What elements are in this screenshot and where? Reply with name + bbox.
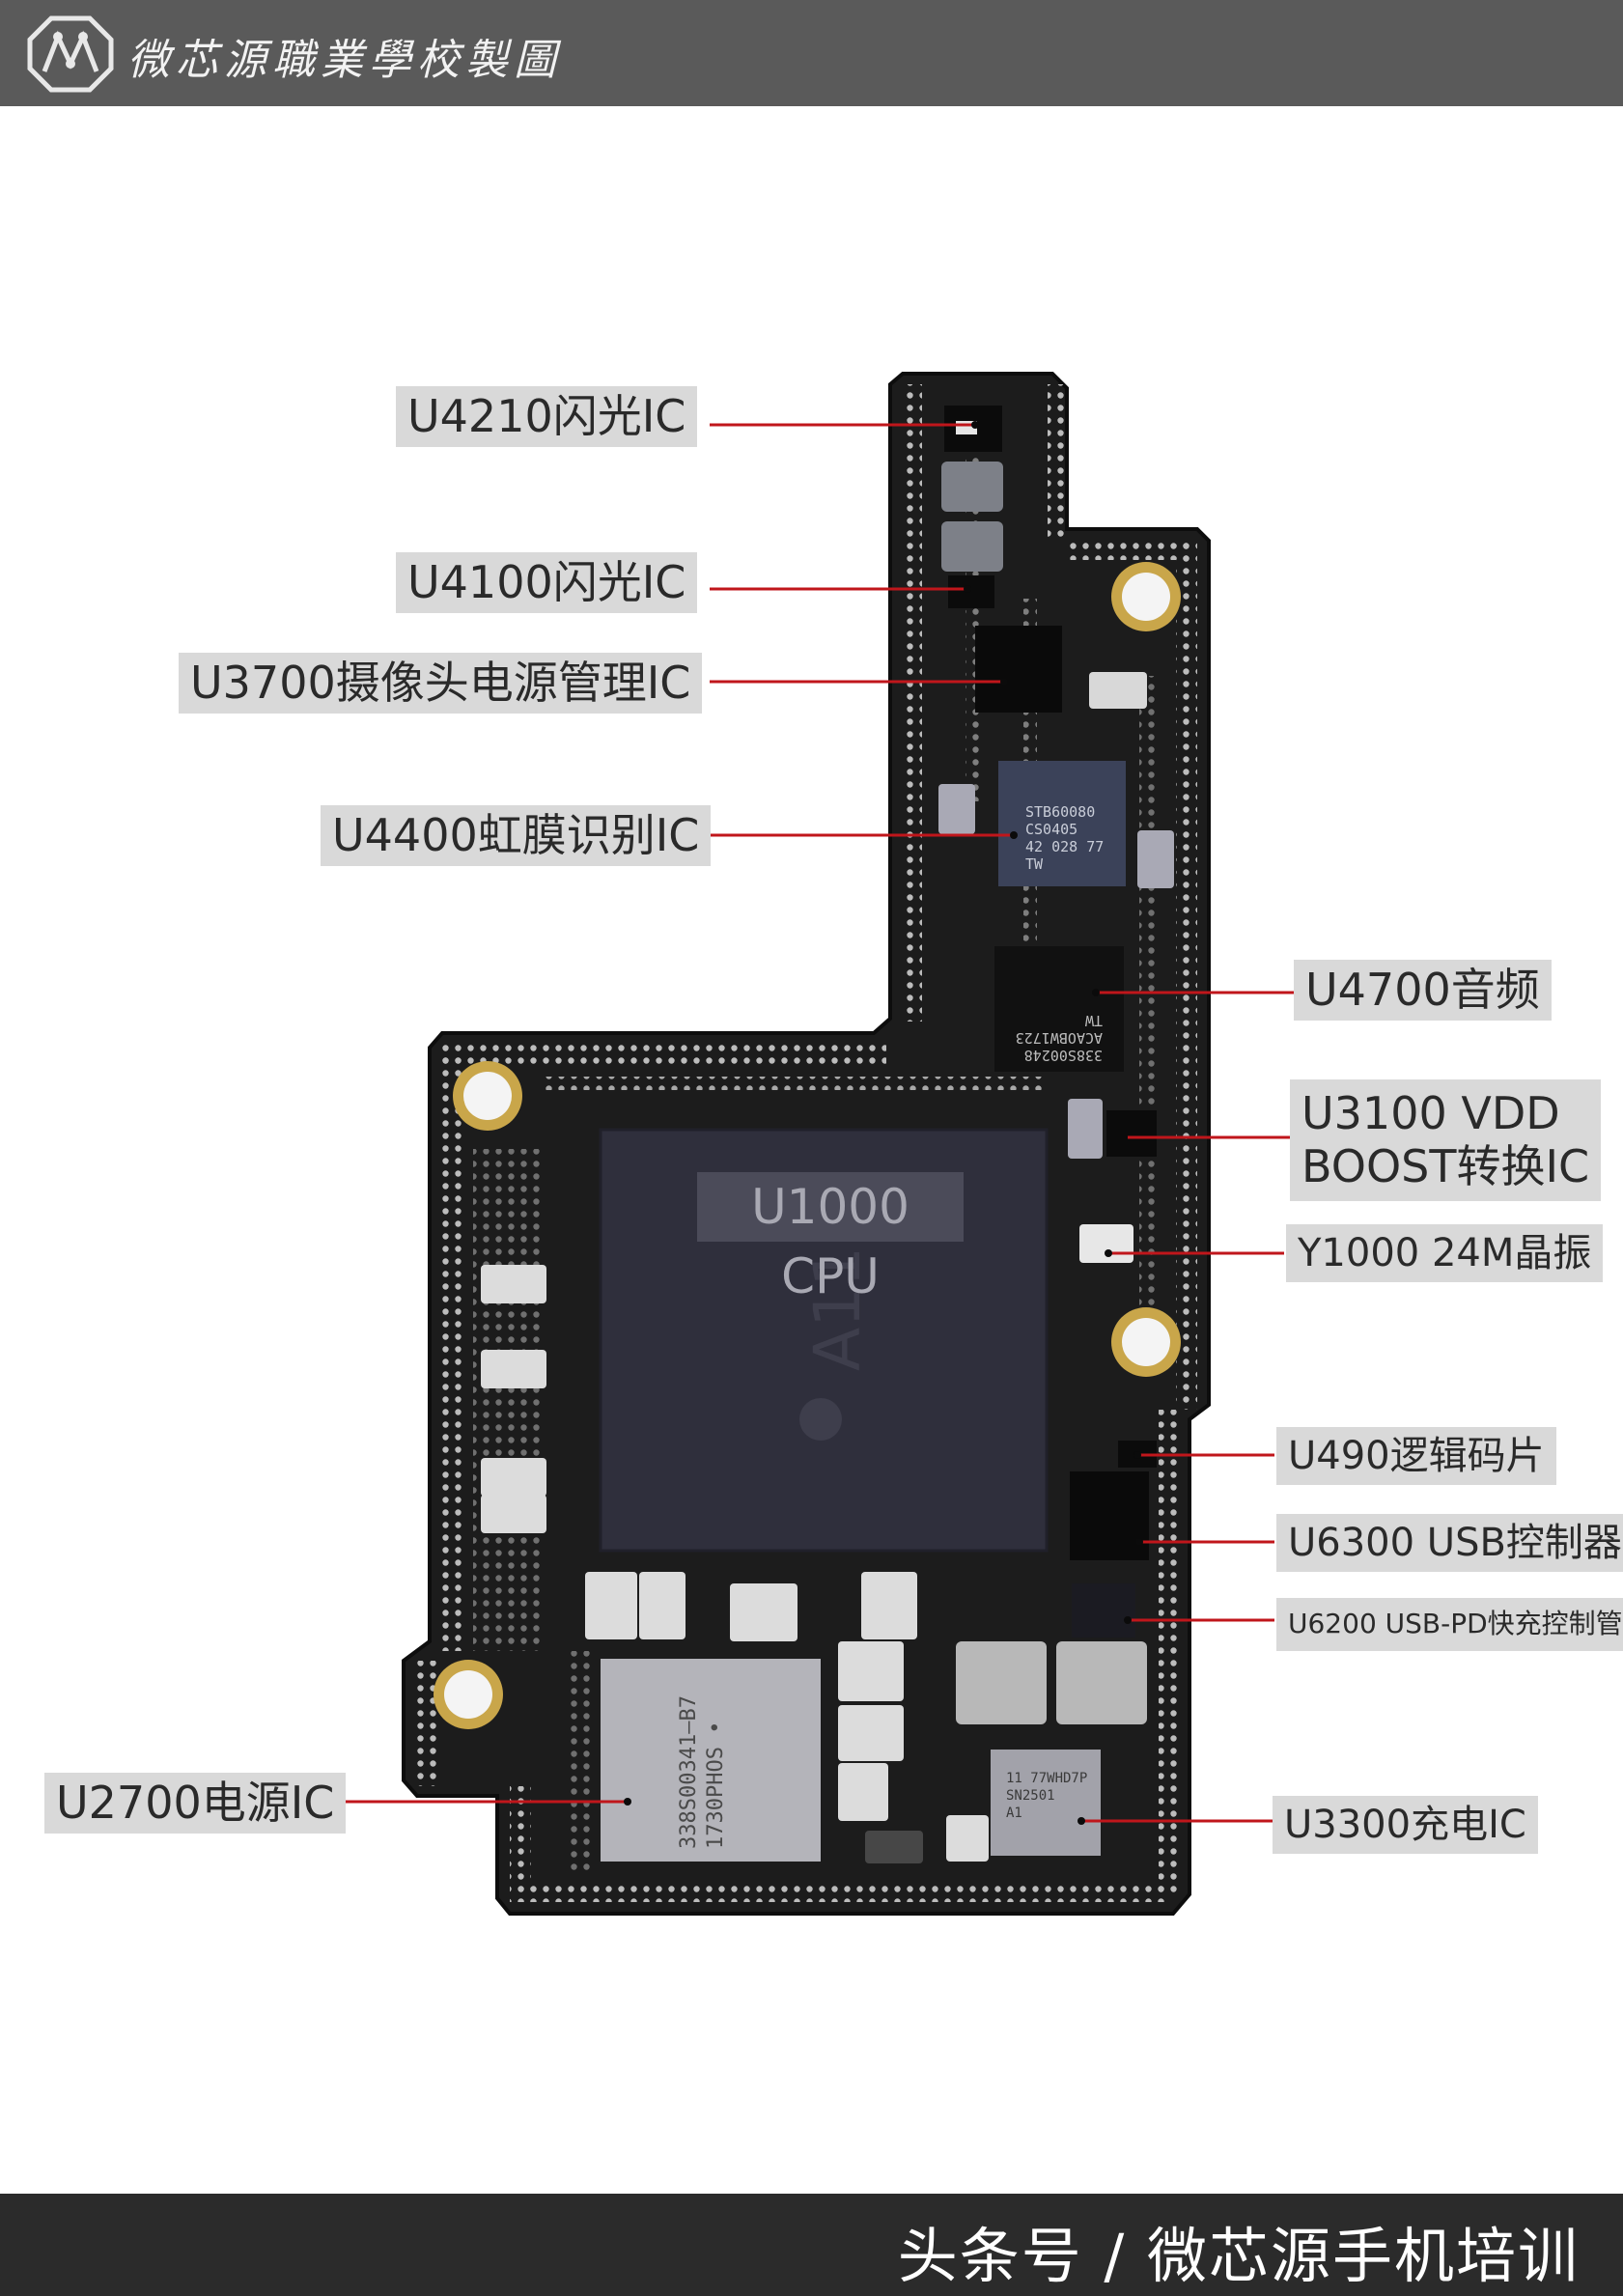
footer-credit: 头条号 / 微芯源手机培训	[897, 2221, 1580, 2291]
chip-u3100	[1106, 1110, 1157, 1157]
chip-u4400-mark-2: CS0405	[1025, 821, 1077, 838]
chip-u4700-mark-3: TW	[1084, 1012, 1103, 1029]
label-u4700: U4700音频	[1294, 960, 1552, 1021]
label-u6200: U6200 USB-PD快充控制管	[1276, 1598, 1623, 1651]
chip-u1000-cpu	[599, 1128, 1049, 1553]
chip-u4400-mark-1: STB60080	[1025, 803, 1095, 821]
cpu-label: U1000 CPU	[697, 1172, 964, 1304]
label-y1000: Y1000 24M晶振	[1286, 1224, 1604, 1282]
chip-u4700-mark-1: 338S00248	[1024, 1047, 1103, 1064]
chip-u4700	[994, 946, 1124, 1072]
chip-u2700-mark-1: 338S00341—B7	[677, 1695, 701, 1849]
chip-u3300	[991, 1750, 1101, 1856]
label-u3300: U3300充电IC	[1273, 1796, 1538, 1854]
chip-u6200	[1072, 1583, 1135, 1638]
chip-u3300-mark-3: A1	[1006, 1806, 1022, 1821]
chip-u4400-mark-4: TW	[1025, 855, 1044, 873]
chip-u4100	[948, 575, 994, 608]
leader-lines	[321, 423, 1294, 1823]
chip-u4700-mark-2: ACAOBW1723	[1016, 1029, 1103, 1047]
label-u4210: U4210闪光IC	[396, 386, 698, 447]
label-u490: U490逻辑码片	[1276, 1427, 1556, 1485]
chip-u3300-mark-1: 11 77WHD7P	[1006, 1771, 1087, 1786]
header-bar: 微芯源職業學校製圖	[0, 0, 1623, 106]
label-u2700: U2700电源IC	[44, 1773, 347, 1834]
cpu-marking: A11	[800, 1246, 875, 1371]
label-u4400: U4400虹膜识别IC	[321, 805, 712, 866]
chip-u2700	[601, 1659, 821, 1862]
chip-u3300-mark-2: SN2501	[1006, 1788, 1055, 1804]
crystal-y1000	[1079, 1224, 1133, 1263]
header-title: 微芯源職業學校製圖	[127, 36, 562, 85]
label-u3100: U3100 VDD BOOST转换IC	[1290, 1079, 1602, 1202]
label-u3700: U3700摄像头电源管理IC	[179, 653, 703, 714]
chip-u6300	[1070, 1471, 1149, 1560]
chip-u4400	[998, 761, 1126, 886]
mounting-hole	[434, 562, 1181, 1729]
chip-u4400-mark-3: 42 028 77	[1025, 838, 1104, 855]
chip-u2700-mark-2: 1730PHOS •	[704, 1722, 728, 1849]
label-u3100-line-2: BOOST转换IC	[1301, 1140, 1590, 1193]
chip-u3700	[975, 626, 1062, 713]
label-u3100-line-1: U3100 VDD	[1301, 1087, 1560, 1139]
label-u6300: U6300 USB控制器	[1276, 1514, 1623, 1572]
footer-bar: 头条号 / 微芯源手机培训	[0, 2194, 1623, 2296]
logo-icon	[27, 15, 114, 93]
label-u4100: U4100闪光IC	[396, 552, 698, 613]
